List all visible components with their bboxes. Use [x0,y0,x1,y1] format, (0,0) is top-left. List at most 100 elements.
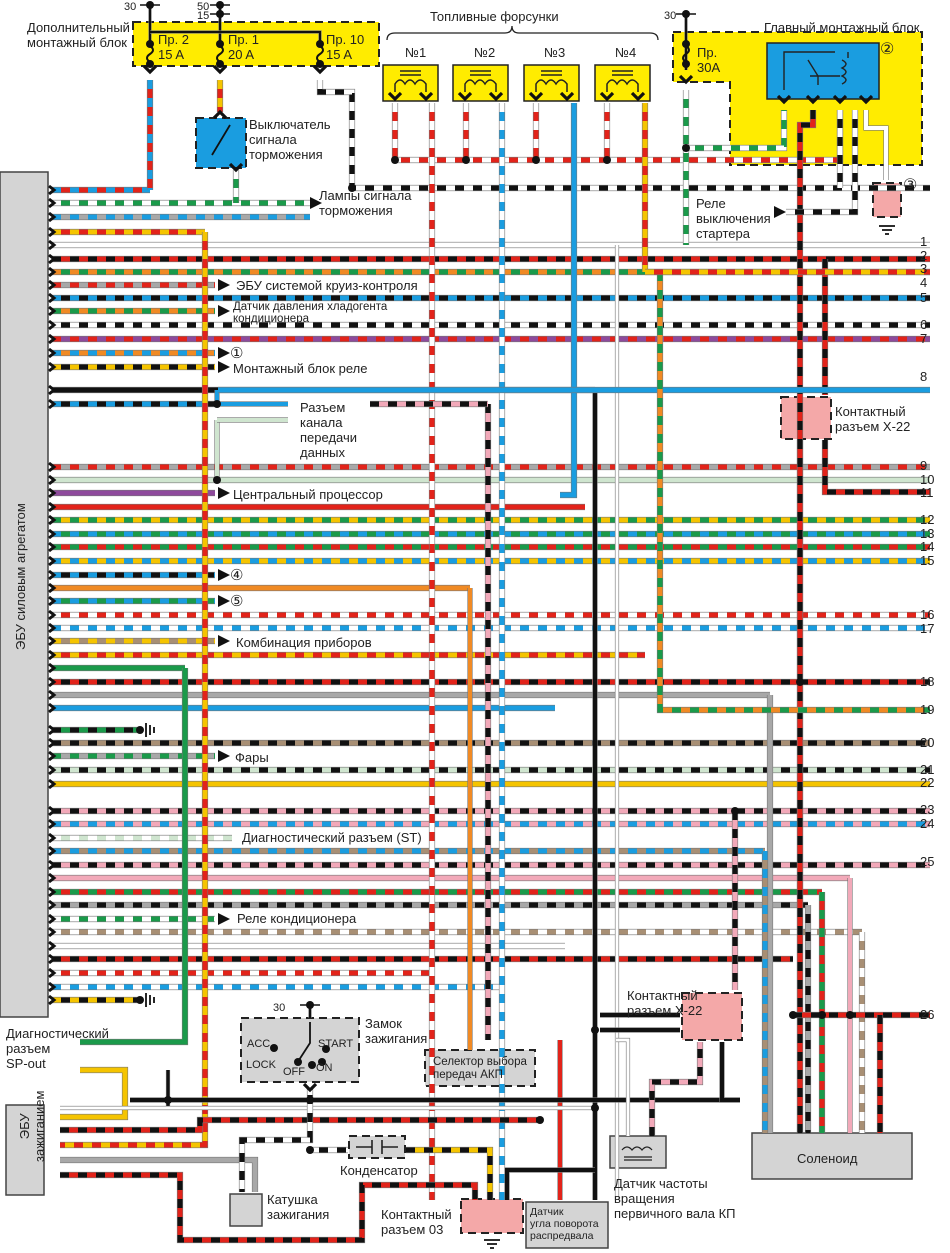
main-block-title: Главный монтажный блок [764,20,920,35]
pin-number-15: 15 [920,553,935,568]
ign-switch-30-terminal-dot [306,1001,314,1009]
fuse-pr10-bottom [316,60,324,68]
ecu-pin-31 [48,649,57,661]
ecu-pin-37 [48,737,57,749]
ground-3-icon [879,225,895,235]
junction-8 [796,678,804,686]
arrow-brake-lamps [310,197,322,209]
input-shaft-sensor-box [609,1135,667,1169]
junction-11 [818,1011,826,1019]
ecu-pin-32 [48,662,57,674]
dest-marker-5: ⑤ [230,593,244,610]
x22b-out [720,1042,740,1102]
ecu-pin-46 [48,872,57,884]
arrow-cluster [218,635,230,647]
pin-number-9: 9 [920,458,928,473]
ecu-pin-42 [48,818,57,830]
injectors-brace [386,25,659,41]
brake-switch-box [195,117,247,169]
ecu-pin-9 [48,292,57,304]
input-shaft-sensor-label: Датчик частоты вращения первичного вала … [614,1176,736,1221]
connector03-black [505,1168,595,1200]
fuse-pr2-top [146,40,154,48]
ign-contact-4 [322,1045,330,1053]
main-relay-pin1-stripe [686,110,787,151]
brake-switch-out-chev [228,162,244,173]
dest-diag-sp: Диагностический разъем SP-out [6,1026,109,1071]
ecu-pin-43 [48,832,57,844]
arrow-relay-block [218,361,230,373]
x22-bottom-box [681,992,743,1041]
ign-pos-on: ON [316,1062,333,1074]
pin-number-4: 4 [920,275,928,290]
connector03-black-outline [504,1167,595,1200]
fuse-main-30a-top [682,40,690,48]
fuse-pr2 [146,40,154,66]
junction-3 [603,156,611,164]
aux-block-title: Дополнительный монтажный блок [27,20,130,50]
injector-4-pin-a [599,91,615,102]
ignition-switch-box [240,1017,360,1083]
injector-3-pin-a [528,91,544,102]
ecu-pin-34 [48,689,57,701]
fuse10-brake-lamps-stripe [317,80,930,191]
capacitor-box [348,1135,406,1159]
junction-0 [391,156,399,164]
junction-5 [348,184,356,192]
ecu-ground-1 [145,723,155,737]
ground-marker-3: ③ [903,177,918,194]
ecu-pin-30 [48,635,57,647]
junction-4 [682,144,690,152]
ign-contact-2 [308,1061,316,1069]
cam-sensor-label: Датчик угла поворота распредвала [530,1206,599,1242]
green-to-diag-sp [80,668,188,1045]
ecu-pin-7 [48,266,57,278]
ecu-power-label: ЭБУ силовым агрегатом [13,503,28,650]
pin-number-20: 20 [920,735,935,750]
injector-3-core-icon [541,70,562,76]
pin-number-3: 3 [920,261,928,276]
ecu-pin-35 [48,702,57,714]
fuse-1-rating: 20 A [228,47,255,62]
x22-top-label: Контактный разъем X-22 [835,404,911,434]
injector-1-label: №1 [405,45,427,60]
ign-loop-stripe [60,1172,478,1243]
ign-pos-start: START [318,1038,354,1050]
x22b-out-outline [719,1042,740,1103]
ecu-pin-45 [48,859,57,871]
ecu-pin-47 [48,886,57,898]
supply-50-terminal-dot [216,1,224,9]
at-selector-label: Селектор выбора передач АКП [433,1056,527,1081]
row19-stripe [657,272,930,713]
injectors-title: Топливные форсунки [430,9,559,24]
ign-pos-off: OFF [283,1066,305,1078]
pin-number-25: 25 [920,854,935,869]
main-relay-pin4 [864,110,888,180]
arrow-ac-relay [218,913,230,925]
ign-switch-lever [298,1022,311,1061]
connector-03-label: Контактный разъем 03 [381,1207,452,1237]
solenoid-label: Соленоид [797,1151,858,1166]
ecu-ignition-label: ЭБУ зажиганием [17,1090,47,1162]
fuse-10-rating: 15 A [326,47,353,62]
main-supply-30-label: 30 [664,10,677,22]
ign-grey [60,1157,258,1192]
main-relay-pin-3 [832,94,848,105]
injector-4-label: №4 [615,45,637,60]
arrow-marker5 [218,595,230,607]
ecu-pin-16 [48,398,57,410]
ign-switch-30-label: 30 [273,1002,286,1014]
supply-15-label: 15 [197,10,210,22]
junction-18 [591,1104,599,1112]
pin-number-19: 19 [920,702,935,717]
arrow-starter-relay [774,206,786,218]
ecu-pin-8 [48,279,57,291]
supply-30-terminal-dot [146,1,154,9]
solenoid-box [751,1132,913,1180]
dest-cluster: Комбинация приборов [236,635,372,650]
dest-ac-relay: Реле кондиционера [237,911,357,926]
aux-mounting-block [132,21,380,67]
pin-number-22: 22 [920,775,935,790]
dest-cpu: Центральный процессор [233,487,383,502]
